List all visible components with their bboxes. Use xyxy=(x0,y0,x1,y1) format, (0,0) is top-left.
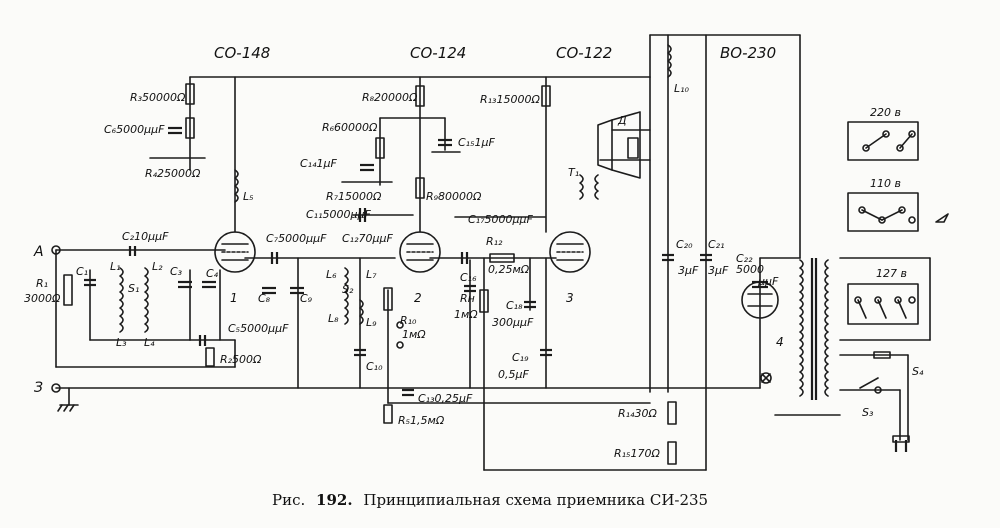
resistors xyxy=(63,83,677,465)
label-c18-value: 300μμF xyxy=(492,316,534,329)
label-r10: R₁₀ xyxy=(400,314,417,327)
tube-number-2: 2 xyxy=(414,291,422,305)
label-c13: C₁₃0,25μF xyxy=(418,392,473,405)
label-c16: C₁₆ xyxy=(460,271,477,284)
label-t1: T₁ xyxy=(568,166,579,179)
label-rh-value: 1мΩ xyxy=(454,308,478,321)
terminal-z-label: З xyxy=(34,380,43,396)
tube-1-title: СО-148 xyxy=(214,44,270,62)
caption-number: 192. xyxy=(316,491,353,509)
label-c20-value: 3μF xyxy=(678,264,699,277)
tube-2-title: СО-124 xyxy=(410,44,466,62)
label-c9: C₉ xyxy=(300,292,313,305)
label-c5: C₅5000μμF xyxy=(228,322,289,335)
label-s1: S₁ xyxy=(128,282,139,295)
label-c6: C₆5000μμF xyxy=(104,123,165,136)
label-c7: C₇5000μμF xyxy=(266,232,327,245)
label-r6: R₆60000Ω xyxy=(322,121,378,134)
mains-switch-and-plug xyxy=(760,372,910,452)
terminals xyxy=(51,245,404,393)
label-r9: R₉80000Ω xyxy=(426,190,482,203)
arrow-marker xyxy=(935,213,949,223)
label-r12-value: 0,25мΩ xyxy=(488,263,530,276)
tube-3 xyxy=(549,231,591,273)
label-l7: L₇ xyxy=(366,268,377,281)
label-c18: C₁₈ xyxy=(506,299,523,312)
label-c19: C₁₉ xyxy=(512,351,529,364)
label-r7: R₇15000Ω xyxy=(326,190,382,203)
label-s2: S₂ xyxy=(342,283,354,296)
label-c21: C₂₁ xyxy=(708,238,725,251)
label-l10: L₁₀ xyxy=(674,82,690,95)
label-l2: L₂ xyxy=(152,260,163,273)
label-c22-unit: μμF xyxy=(757,275,779,288)
label-c15: C₁₅1μF xyxy=(458,136,495,149)
label-c12: C₁₂70μμF xyxy=(342,232,393,245)
label-r4: R₄25000Ω xyxy=(145,167,201,180)
tube-number-1: 1 xyxy=(230,291,238,305)
label-d: Д xyxy=(617,114,627,127)
label-220v: 220 в xyxy=(870,106,901,119)
capacitors xyxy=(84,126,768,397)
label-c10: C₁₀ xyxy=(366,360,383,373)
tube-4-title: ВО-230 xyxy=(720,44,776,62)
label-c22: C₂₂ xyxy=(736,252,753,265)
label-r1-value: 3000Ω xyxy=(24,292,61,305)
ground-symbols xyxy=(57,151,461,412)
caption-prefix: Рис. xyxy=(272,491,305,509)
label-c19-value: 0,5μF xyxy=(498,368,529,381)
label-s4: S₄ xyxy=(912,365,924,378)
label-s3: S₃ xyxy=(862,406,874,419)
label-127v: 127 в xyxy=(876,267,907,280)
label-c8: C₈ xyxy=(258,292,271,305)
label-l6: L₆ xyxy=(326,268,337,281)
label-l3: L₃ xyxy=(116,336,127,349)
label-c22-value: 5000 xyxy=(736,263,764,276)
label-r10-value: 1мΩ xyxy=(402,328,426,341)
label-r2: R₂500Ω xyxy=(220,353,262,366)
coils xyxy=(119,44,829,400)
label-r1: R₁ xyxy=(36,277,48,290)
label-c3: C₃ xyxy=(170,265,183,278)
loudspeaker-symbol xyxy=(597,111,641,179)
label-c20: C₂₀ xyxy=(676,238,693,251)
label-r15: R₁₅170Ω xyxy=(614,447,660,460)
label-c2: C₂10μμF xyxy=(122,230,169,243)
voltage-selector xyxy=(847,121,919,359)
tube-number-4: 4 xyxy=(776,335,784,349)
tube-2 xyxy=(399,231,441,273)
label-rh: Rн xyxy=(460,292,475,305)
label-c14: C₁₄1μF xyxy=(300,157,337,170)
label-r3: R₃50000Ω xyxy=(130,91,186,104)
label-r5: R₅1,5мΩ xyxy=(398,414,445,427)
label-c17: C₁₇5000μμF xyxy=(468,213,533,226)
label-110v: 110 в xyxy=(870,177,901,190)
label-c11: C₁₁5000μμF xyxy=(306,208,371,221)
label-c4: C₄ xyxy=(206,267,219,280)
label-r13: R₁₃15000Ω xyxy=(480,93,540,106)
label-l1: L₁ xyxy=(110,260,121,273)
label-l8: L₈ xyxy=(328,312,339,325)
caption-text: Принципиальная схема приемника СИ-235 xyxy=(363,491,708,509)
label-l9: L₉ xyxy=(366,316,377,329)
label-r8: R₈20000Ω xyxy=(362,91,418,104)
terminal-a-label: A xyxy=(33,244,44,260)
label-c21-value: 3μF xyxy=(708,264,729,277)
label-l4: L₄ xyxy=(144,336,155,349)
label-r12: R₁₂ xyxy=(486,235,503,248)
label-r14: R₁₄30Ω xyxy=(618,407,657,420)
tube-1 xyxy=(214,231,256,273)
label-c1: C₁ xyxy=(76,265,88,278)
tube-number-3: 3 xyxy=(566,291,574,305)
figure-caption: Рис. 192. Принципиальная схема приемника… xyxy=(272,491,708,509)
tube-3-title: СО-122 xyxy=(556,44,612,62)
label-l5: L₅ xyxy=(243,190,254,203)
